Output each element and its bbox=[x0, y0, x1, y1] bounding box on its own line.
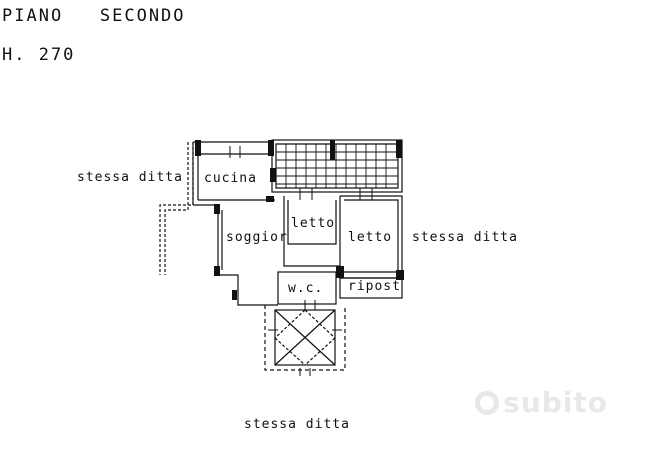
wc-walls bbox=[277, 271, 337, 305]
terrace-inner bbox=[275, 143, 399, 189]
room-soggiorno-label: soggior bbox=[226, 230, 288, 245]
wall-left-living bbox=[217, 205, 223, 275]
floor-title: PIANO SECONDO bbox=[2, 6, 186, 26]
room-letto-large-label: letto bbox=[348, 230, 393, 245]
wall-left-kitchen bbox=[192, 142, 199, 205]
stair-cross bbox=[274, 309, 336, 366]
window-marks bbox=[229, 146, 373, 376]
neighbor-bottom-label: stessa ditta bbox=[244, 417, 350, 432]
wall-letto-small-inner bbox=[287, 200, 337, 245]
left-inner-dashed bbox=[164, 142, 189, 275]
wall-letto-small bbox=[283, 196, 341, 267]
wall-letto-large-inner bbox=[344, 199, 399, 273]
stair-cross-inner bbox=[274, 309, 336, 366]
room-wc-label: w.c. bbox=[288, 281, 324, 296]
ripostiglio-walls bbox=[339, 277, 403, 299]
wall-living-bottom bbox=[218, 274, 278, 306]
watermark-text: subito bbox=[503, 386, 608, 419]
neighbor-left-label: stessa ditta bbox=[77, 170, 183, 185]
room-ripostiglio-label: ripost bbox=[348, 279, 401, 294]
subito-logo-icon bbox=[475, 390, 500, 415]
room-letto-small-label: letto bbox=[291, 216, 336, 231]
floor-height: H. 270 bbox=[2, 45, 76, 65]
terrace-tiles bbox=[276, 144, 398, 188]
wall-stubs bbox=[195, 140, 404, 300]
neighbor-right-label: stessa ditta bbox=[412, 230, 518, 245]
stair-outline-dashed bbox=[264, 305, 346, 371]
wall-kitchen-bottom bbox=[193, 199, 275, 206]
room-cucina-label: cucina bbox=[204, 171, 257, 186]
terrace bbox=[271, 139, 403, 193]
watermark-logo: subito bbox=[475, 386, 608, 419]
